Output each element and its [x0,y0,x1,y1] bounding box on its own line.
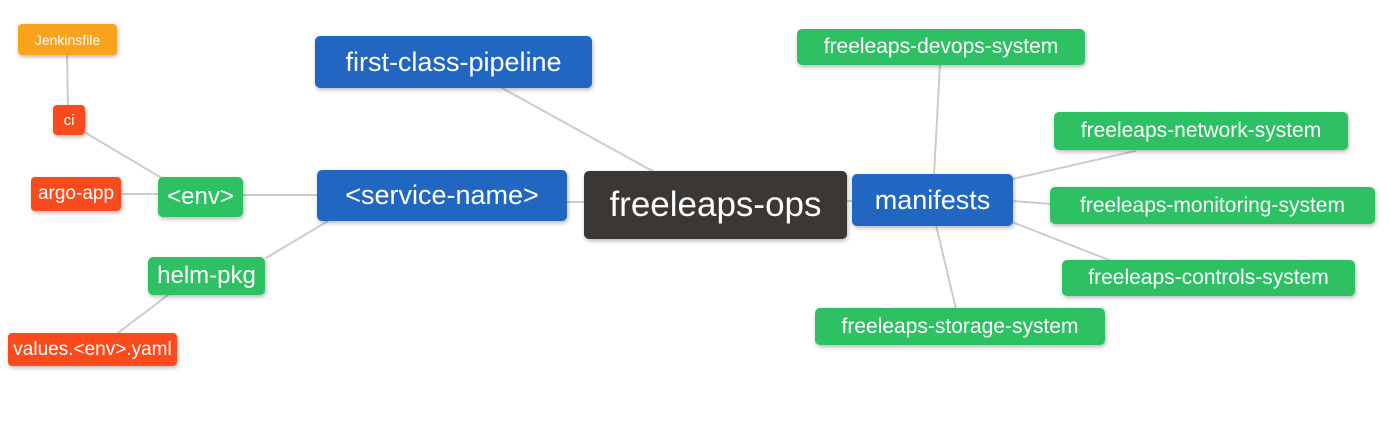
node-freeleaps-storage-system[interactable]: freeleaps-storage-system [815,308,1105,345]
node-argo-app[interactable]: argo-app [31,177,121,211]
node-helm-pkg[interactable]: helm-pkg [148,257,265,295]
connector-line-manifests-devops [933,63,941,176]
node-env[interactable]: <env> [158,177,243,217]
connector-line-manifests-network [1011,150,1136,180]
node-manifests[interactable]: manifests [852,174,1013,226]
node-first-class-pipeline[interactable]: first-class-pipeline [315,36,592,88]
connector-line-manifests-monitoring [1011,200,1053,205]
connector-line-helm-pkg-service-name [265,220,329,259]
connector-line-pipeline-ops [501,87,657,174]
node-freeleaps-controls-system[interactable]: freeleaps-controls-system [1062,260,1355,296]
connector-line-values-helm-pkg [117,294,169,334]
node-ci[interactable]: ci [53,105,85,135]
node-service-name[interactable]: <service-name> [317,170,567,221]
connector-line-manifests-storage [935,224,957,310]
node-freeleaps-ops[interactable]: freeleaps-ops [584,171,847,239]
node-freeleaps-monitoring-system[interactable]: freeleaps-monitoring-system [1050,187,1375,224]
node-values-env-yaml[interactable]: values.<env>.yaml [8,333,177,366]
node-freeleaps-network-system[interactable]: freeleaps-network-system [1054,112,1348,150]
node-freeleaps-devops-system[interactable]: freeleaps-devops-system [797,29,1085,65]
node-jenkinsfile[interactable]: Jenkinsfile [18,24,117,55]
connector-line-ci-env [85,132,166,181]
connector-line-manifests-controls [1011,221,1110,261]
connector-line-jenkinsfile-ci [66,55,69,107]
